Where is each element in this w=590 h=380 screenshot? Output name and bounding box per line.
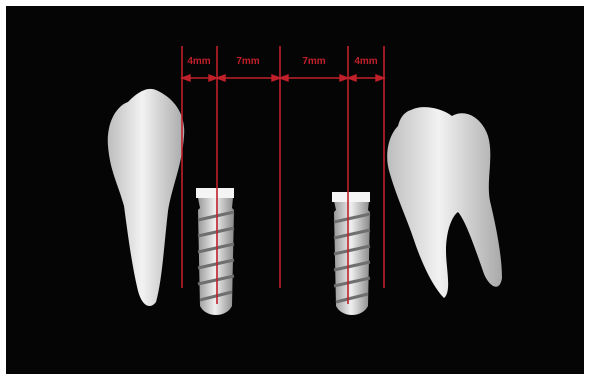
implant-spacing-illustration: 4mm 7mm 7mm 4mm — [6, 6, 584, 374]
dental-photo: 4mm 7mm 7mm 4mm — [6, 6, 584, 374]
left-implant — [196, 188, 234, 315]
measurement-label-2: 7mm — [236, 56, 259, 67]
right-implant — [332, 192, 370, 315]
right-tooth — [387, 107, 502, 298]
measurement-label-1: 4mm — [187, 56, 210, 67]
dimension-line — [182, 75, 384, 81]
measurement-label-4: 4mm — [354, 56, 377, 67]
left-tooth — [108, 89, 184, 306]
measurement-label-3: 7mm — [302, 56, 325, 67]
